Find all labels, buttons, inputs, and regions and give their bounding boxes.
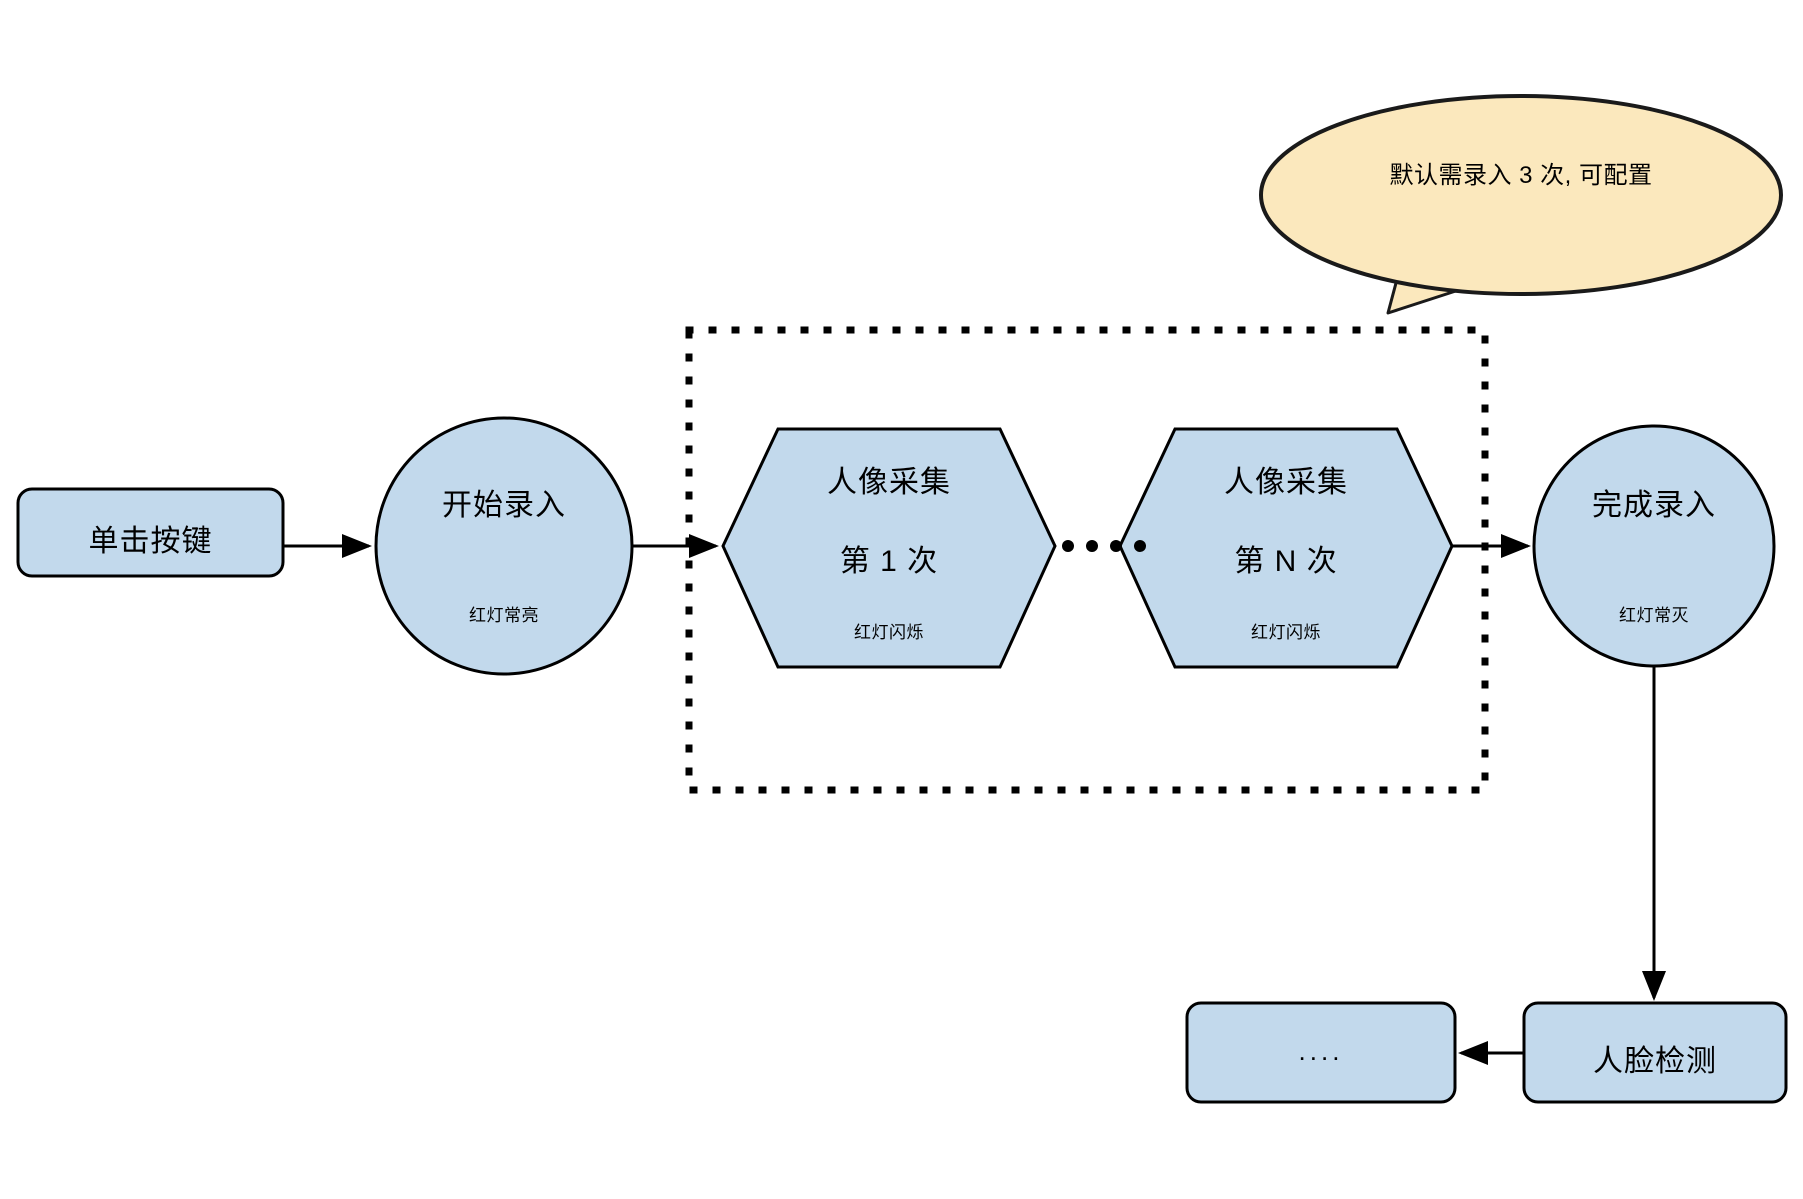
loop-group-border (685, 326, 1489, 794)
node-more-steps-shape[interactable] (1185, 1001, 1457, 1104)
node-finish-enroll-shape[interactable] (1532, 424, 1776, 668)
node-capture-nth-shape[interactable] (1118, 427, 1454, 669)
node-click-button-shape[interactable] (16, 487, 285, 578)
callout-bubble-shape (1259, 94, 1783, 296)
node-capture-first-shape[interactable] (721, 427, 1057, 669)
node-face-detect-shape[interactable] (1522, 1001, 1788, 1104)
node-start-enroll-shape[interactable] (374, 416, 634, 676)
connector-ellipsis-between-captures (1062, 540, 1146, 552)
